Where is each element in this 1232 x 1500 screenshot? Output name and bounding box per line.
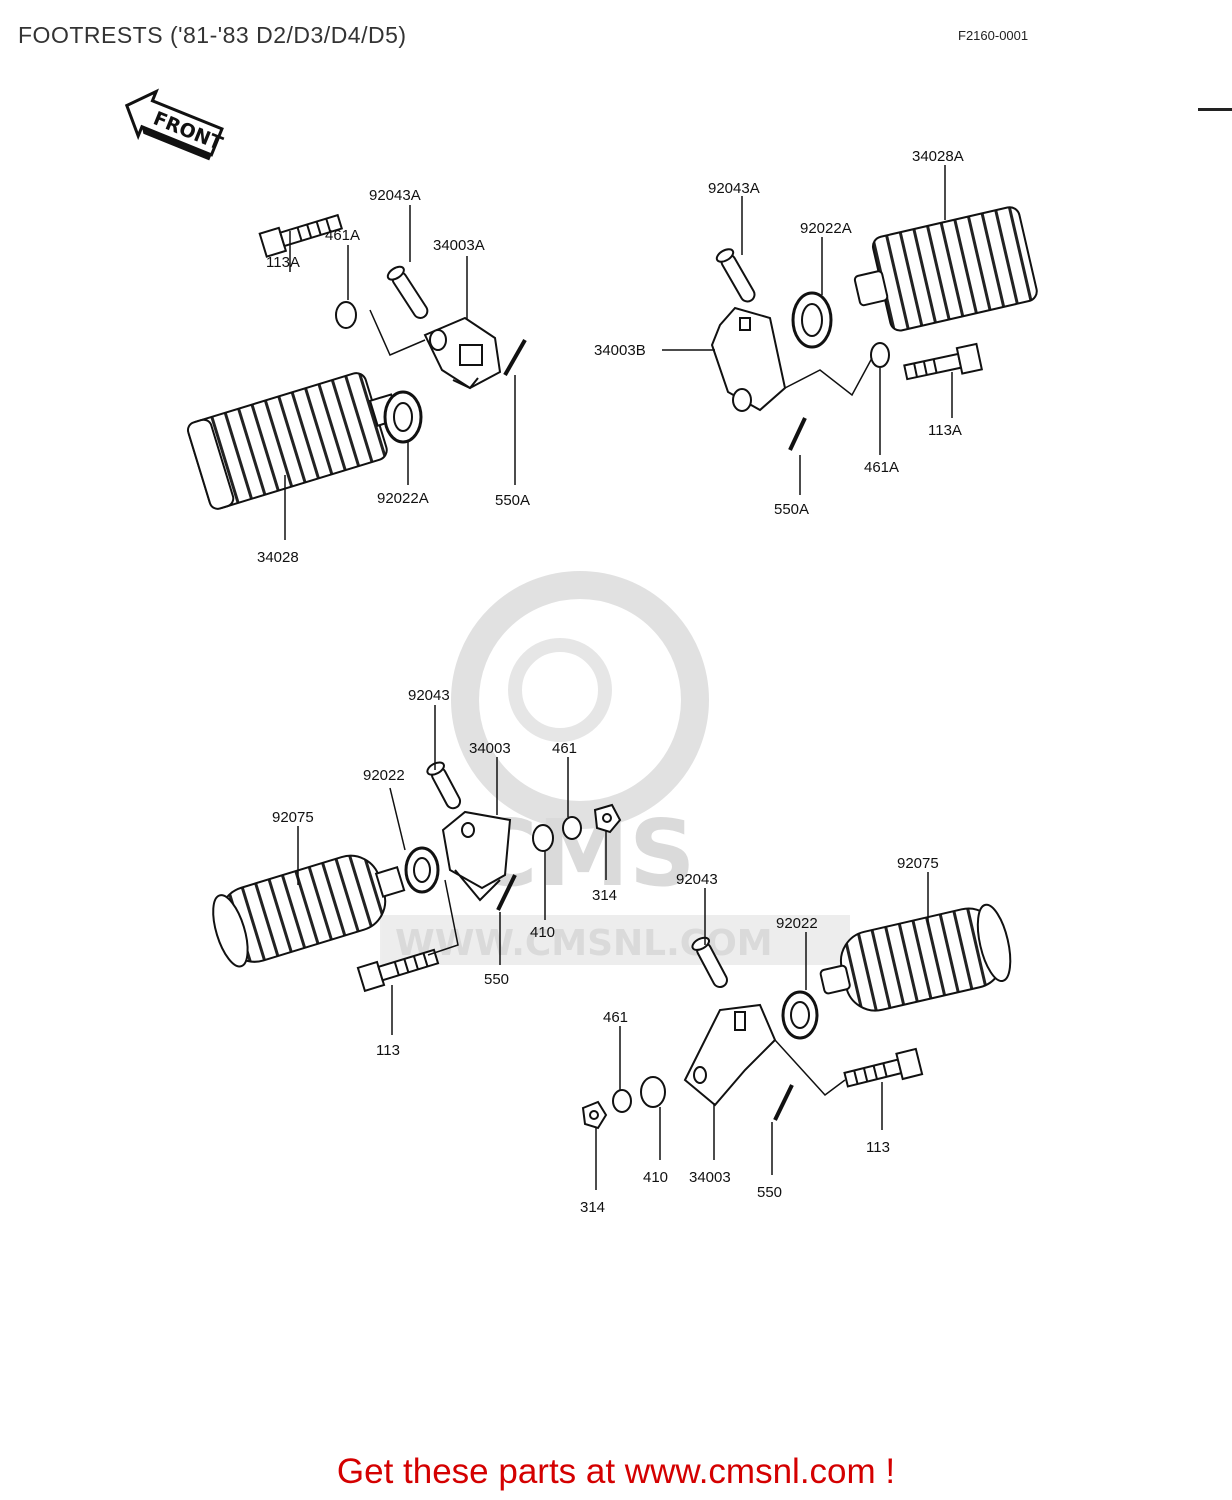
washer-461	[562, 816, 582, 840]
footpeg-rubber-92075-right	[819, 903, 1012, 1012]
label-550: 550	[484, 971, 509, 988]
page-title: FOOTRESTS ('81-'83 D2/D3/D4/D5)	[18, 22, 407, 48]
label-461: 461	[552, 740, 577, 757]
bolt-113A-right	[903, 342, 984, 381]
label-461A: 461A	[325, 227, 360, 244]
cotter-pin-550-right	[773, 1084, 794, 1121]
pin-92043A-right	[715, 248, 756, 303]
labels-bottom-left: 92043 34003 461 92022 92075 314 410 550 …	[272, 687, 617, 1059]
bracket-34003	[441, 810, 512, 902]
assembly-top-right	[710, 206, 1038, 451]
leaders-top-left	[284, 205, 516, 540]
label-461A-right: 461A	[864, 459, 899, 476]
bolt-113-right	[843, 1047, 924, 1088]
washer-461A-right	[870, 342, 890, 368]
label-113-right: 113	[866, 1139, 890, 1156]
label-113A-right: 113A	[928, 422, 962, 439]
leaders-top-right	[662, 165, 953, 495]
parts-diagram: CMS WWW.CMSNL.COM FRONT	[124, 88, 1038, 1216]
washer-410	[532, 824, 554, 852]
washer-461-right	[612, 1089, 632, 1113]
bracket-34003-right	[683, 1003, 777, 1107]
footpeg-rubber-34028	[186, 372, 400, 510]
label-92075-right: 92075	[897, 855, 939, 872]
assembly-top-left	[186, 213, 527, 510]
watermark-url-bar	[380, 915, 850, 965]
label-34003B: 34003B	[594, 342, 646, 359]
washer-410-right	[640, 1076, 666, 1108]
label-34003-right: 34003	[689, 1169, 731, 1186]
label-113: 113	[376, 1042, 400, 1059]
label-92075: 92075	[272, 809, 314, 826]
label-34028A: 34028A	[912, 148, 964, 165]
label-410: 410	[530, 924, 555, 941]
bracket-34003B	[710, 306, 787, 412]
label-92022-right: 92022	[776, 915, 818, 932]
cotter-pin-550	[496, 874, 517, 911]
label-314-right: 314	[580, 1199, 605, 1216]
footpeg-rubber-92075	[212, 854, 406, 968]
labels-top-right: 92043A 34028A 92022A 34003B 113A 461A 55…	[594, 148, 964, 518]
cotter-pin-550A	[503, 339, 527, 376]
page-edge-mark	[1198, 108, 1232, 111]
label-550A-right: 550A	[774, 501, 809, 518]
label-92043A-right: 92043A	[708, 180, 760, 197]
label-410-right: 410	[643, 1169, 668, 1186]
nut-314	[593, 803, 622, 834]
labels-bottom-right: 92075 92043 92022 461 113 410 34003 550 …	[580, 855, 939, 1216]
pin-92043	[426, 761, 462, 810]
washer-461A	[335, 301, 357, 329]
label-92043-right: 92043	[676, 871, 718, 888]
label-34003A: 34003A	[433, 237, 485, 254]
label-92022A: 92022A	[377, 490, 429, 507]
leaders-bottom-right	[595, 872, 929, 1190]
label-92022A-right: 92022A	[800, 220, 852, 237]
pin-92043A	[386, 265, 429, 319]
labels-top-left: 92043A 461A 34003A 113A 92022A 550A 3402…	[257, 187, 530, 566]
label-92022: 92022	[363, 767, 405, 784]
cotter-pin-550A-right	[788, 417, 807, 451]
label-92043A: 92043A	[369, 187, 421, 204]
promo-link[interactable]: Get these parts at www.cmsnl.com !	[336, 1452, 896, 1491]
bolt-113A	[258, 213, 344, 258]
diagram-code: F2160-0001	[958, 28, 1029, 43]
leaders-bottom-left	[297, 705, 607, 1035]
label-550-right: 550	[757, 1184, 782, 1201]
label-34028: 34028	[257, 549, 299, 566]
nut-314-right	[581, 1100, 608, 1130]
bolt-113	[356, 948, 440, 993]
label-113A: 113A	[266, 254, 300, 271]
label-34003: 34003	[469, 740, 511, 757]
bracket-34003A	[423, 316, 502, 390]
label-314: 314	[592, 887, 617, 904]
front-arrow: FRONT	[124, 88, 226, 161]
footpeg-rubber-34028A	[853, 206, 1038, 332]
label-550A: 550A	[495, 492, 530, 509]
label-92043: 92043	[408, 687, 450, 704]
assembly-bottom-right	[581, 903, 1012, 1130]
label-461-right: 461	[603, 1009, 628, 1026]
assembly-bottom-left	[212, 761, 622, 993]
